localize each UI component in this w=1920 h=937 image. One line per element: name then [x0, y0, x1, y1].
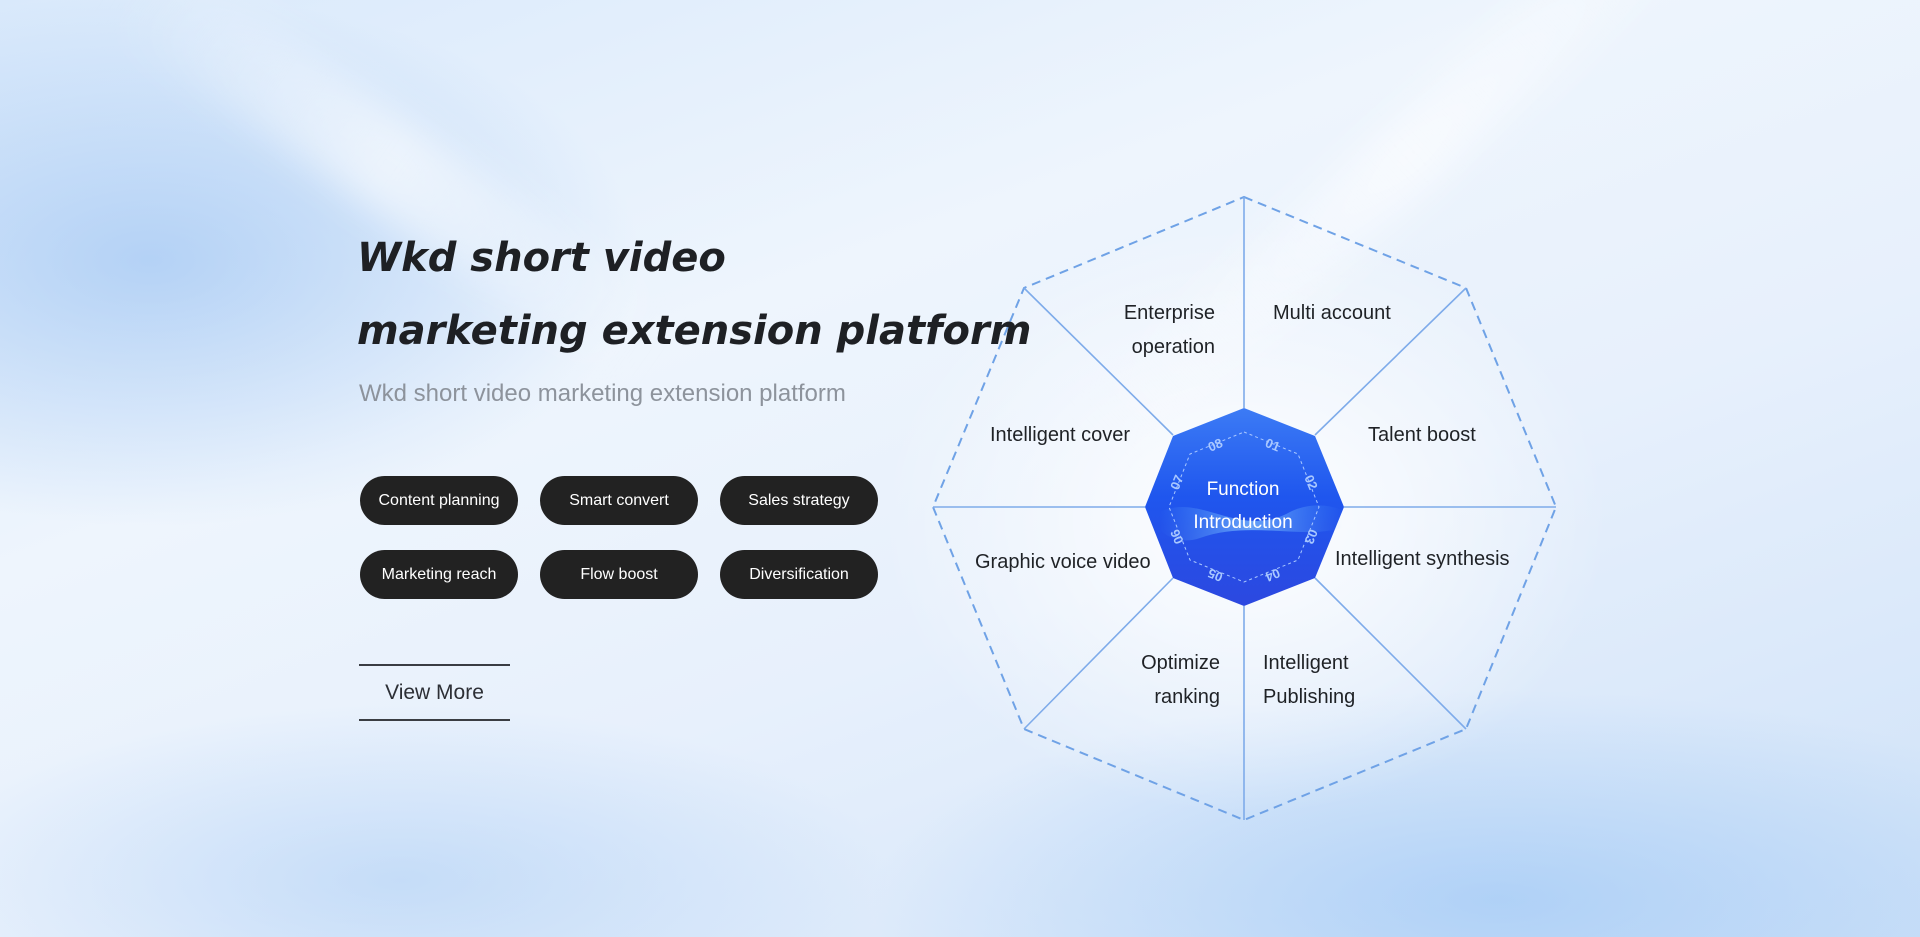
feature-multi-account: Multi account: [1273, 302, 1391, 324]
page-subtitle: Wkd short video marketing extension plat…: [359, 380, 846, 407]
background-light-streak: [1081, 0, 1739, 456]
feature-optimize-ranking-line-1: Optimize: [1141, 652, 1220, 674]
feature-intelligent-cover: Intelligent cover: [990, 424, 1131, 446]
feature-optimize-ranking: Optimize ranking: [1120, 646, 1220, 714]
center-label-line-1: Function: [1206, 479, 1280, 500]
feature-intelligent-publishing-line-1: Intelligent: [1263, 652, 1349, 674]
feature-enterprise-operation-line-1: Enterprise: [1123, 302, 1215, 324]
view-more-button[interactable]: View More: [359, 664, 510, 721]
feature-intelligent-publishing-line-2: Publishing: [1263, 686, 1356, 708]
feature-intelligent-synthesis: Intelligent synthesis: [1335, 548, 1510, 570]
tag-marketing-reach[interactable]: Marketing reach: [360, 550, 518, 599]
feature-optimize-ranking-line-2: ranking: [1154, 686, 1220, 708]
tag-diversification[interactable]: Diversification: [720, 550, 878, 599]
tag-smart-convert[interactable]: Smart convert: [540, 476, 698, 525]
tag-sales-strategy[interactable]: Sales strategy: [720, 476, 878, 525]
feature-talent-boost: Talent boost: [1368, 424, 1476, 446]
number-04: 04: [1262, 565, 1282, 585]
feature-enterprise-operation: Enterprise operation: [1100, 296, 1215, 364]
number-08: 08: [1206, 435, 1225, 454]
tag-content-planning[interactable]: Content planning: [360, 476, 518, 525]
page-title: Wkd short video marketing extension plat…: [357, 222, 1031, 368]
feature-graphic-voice-video: Graphic voice video: [975, 551, 1151, 573]
center-label-line-2: Introduction: [1193, 512, 1293, 533]
page-title-line-1: Wkd short video: [357, 235, 726, 281]
feature-intelligent-publishing: Intelligent Publishing: [1263, 646, 1355, 714]
feature-enterprise-operation-line-2: operation: [1131, 336, 1215, 358]
tag-flow-boost[interactable]: Flow boost: [540, 550, 698, 599]
number-01: 01: [1263, 435, 1282, 454]
number-05: 05: [1206, 566, 1225, 585]
page-title-line-2: marketing extension platform: [357, 308, 1032, 354]
diagram-center-label: Function Introduction: [1143, 473, 1343, 539]
